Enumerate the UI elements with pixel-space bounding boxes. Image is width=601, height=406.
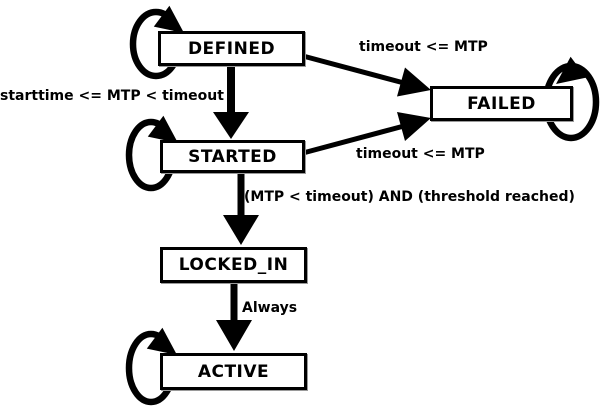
transition-label-started-to-locked-in: (MTP < timeout) AND (threshold reached) [244, 189, 575, 205]
state-node-locked-in: LOCKED_IN [160, 247, 307, 283]
transition-label-defined-to-failed: timeout <= MTP [359, 39, 488, 55]
started-to-locked-in-arrow [223, 171, 259, 245]
state-node-failed: FAILED [430, 86, 573, 121]
transition-label-locked-in-to-active: Always [242, 300, 298, 316]
locked-in-to-active-arrow [216, 281, 252, 351]
defined-to-started-arrow [213, 64, 249, 139]
transition-label-started-to-failed: timeout <= MTP [356, 146, 485, 162]
defined-to-failed-arrow [302, 53, 431, 97]
started-to-failed-arrow [302, 112, 431, 156]
state-node-started: STARTED [160, 140, 305, 173]
state-node-defined: DEFINED [158, 31, 305, 66]
transition-label-defined-to-started: starttime <= MTP < timeout [0, 88, 224, 104]
state-node-active: ACTIVE [160, 353, 307, 390]
